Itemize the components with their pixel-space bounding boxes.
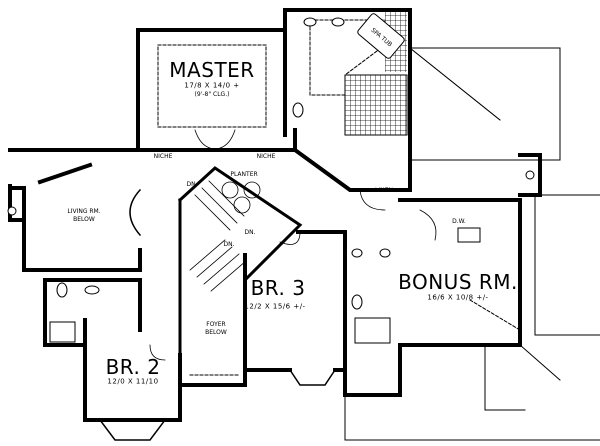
foyer-below-label: BELOW — [205, 329, 227, 336]
fixtures — [7, 17, 535, 344]
master-room-dims: 17/8 X 14/0 + — [184, 81, 240, 90]
br2-room-name: BR. 2 — [105, 355, 161, 379]
living-room-below-label: BELOW — [73, 216, 95, 223]
br2-room-dims: 12/0 X 11/10 — [107, 377, 159, 386]
bonus-room-dims: 16/6 X 10/8 +/- — [427, 293, 489, 302]
stair-walls — [177, 166, 303, 387]
spa-tub — [357, 13, 405, 59]
stair-down-label-2: DN. — [244, 229, 256, 236]
stair-down-label-3: DN. — [223, 241, 235, 248]
shower-tile — [344, 74, 408, 136]
niche-label-right: NICHE — [256, 153, 276, 160]
bonus-room-name: BONUS RM. — [398, 270, 518, 294]
living-room-label: LIVING RM. — [67, 208, 101, 215]
linen-label: LINEN — [375, 187, 393, 194]
br3-room-dims: 12/2 X 15/6 +/- — [244, 302, 306, 311]
niche-label-left: NICHE — [153, 153, 173, 160]
master-room-name: MASTER — [169, 58, 255, 82]
bay-windows — [98, 188, 337, 441]
stair-down-label-1: DN. — [186, 181, 198, 188]
master-ceiling-height: (9'-8" CLG.) — [194, 91, 230, 98]
stairs — [189, 180, 261, 292]
br3-room-name: BR. 3 — [250, 276, 306, 300]
doors — [149, 129, 437, 361]
foyer-label: FOYER — [206, 321, 226, 328]
walls — [8, 8, 542, 422]
dishwasher-label: D.W. — [452, 218, 466, 225]
planter-label: PLANTER — [230, 171, 258, 178]
